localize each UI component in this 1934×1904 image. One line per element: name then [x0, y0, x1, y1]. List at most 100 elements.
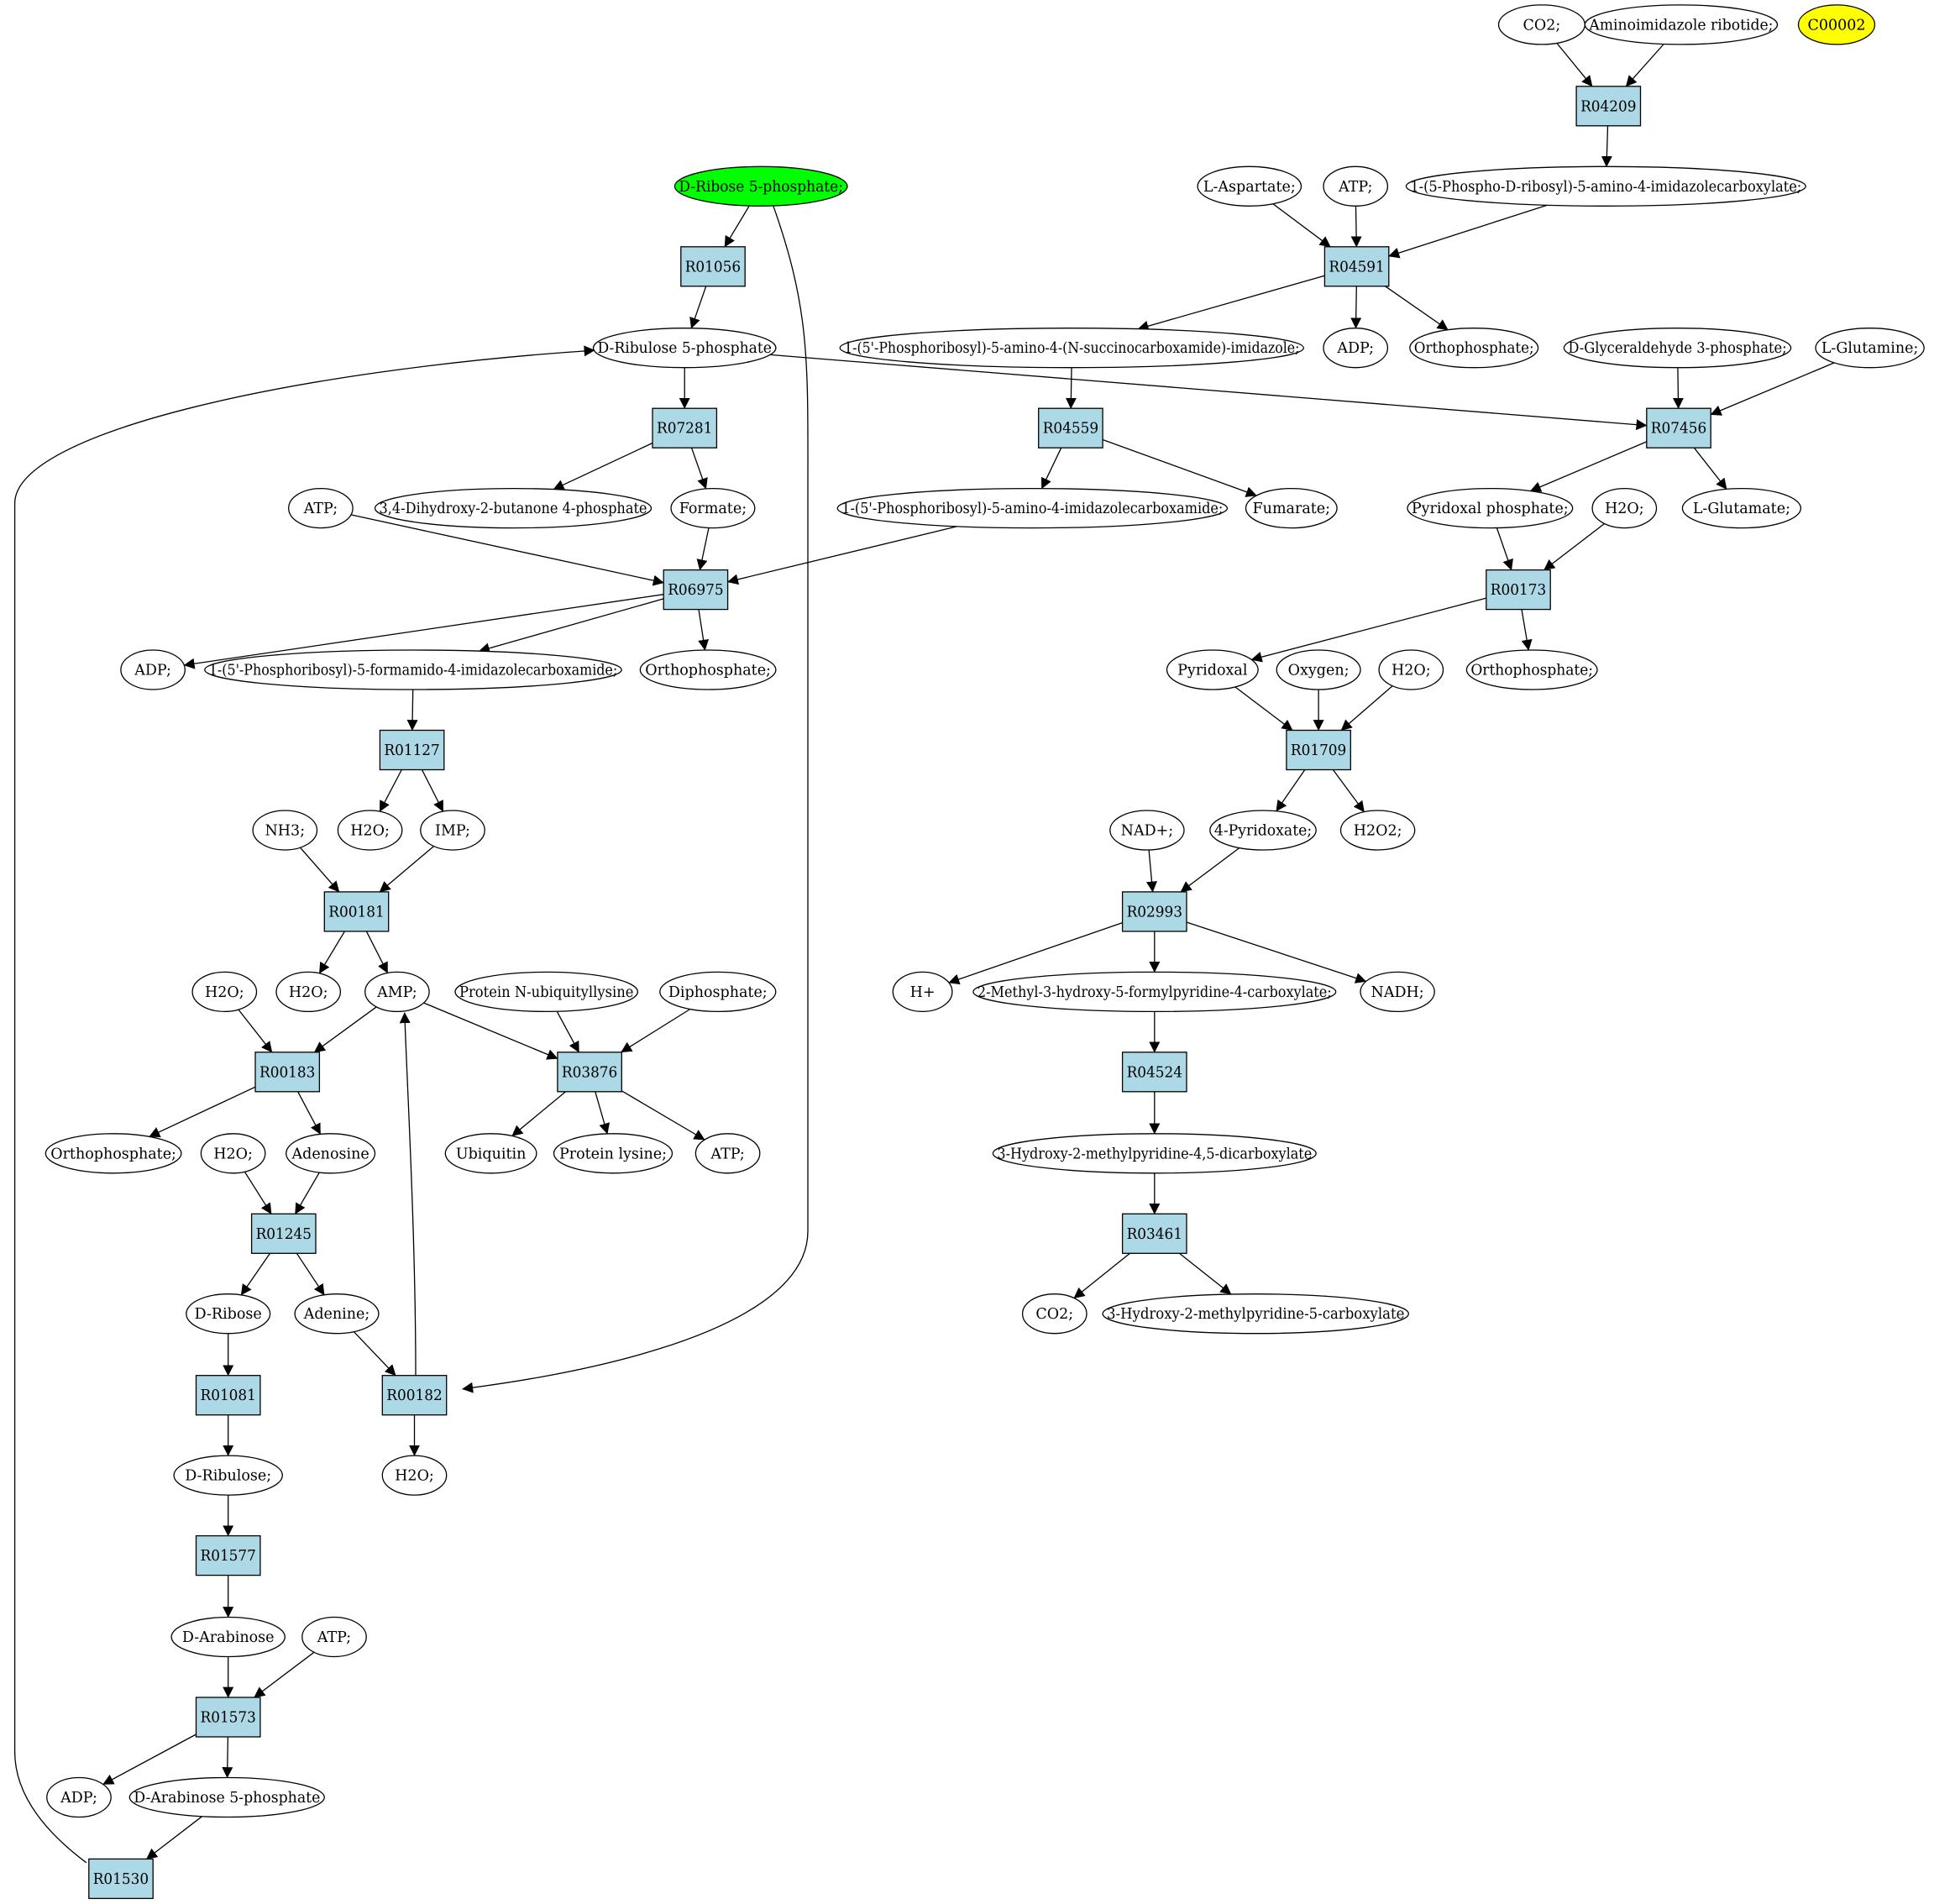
reaction-shape — [652, 407, 718, 448]
compound-node-orthophosphate[interactable]: Orthophosphate; — [1465, 649, 1598, 690]
compound-shape — [170, 1616, 286, 1658]
compound-node-d-ribulose-5-phosphate[interactable]: D-Ribulose 5-phosphate — [592, 328, 777, 369]
compound-node-protein-lysine[interactable]: Protein lysine; — [553, 1133, 673, 1174]
compound-node-atp[interactable]: ATP; — [288, 487, 354, 529]
compound-node-ubiquitin[interactable]: Ubiquitin — [444, 1133, 537, 1174]
compound-node-1-5-phosphoribosyl-5-amino-4-n-succinocarboxamide-imidazole[interactable]: 1-(5'-Phosphoribosyl)-5-amino-4-(N-succi… — [839, 328, 1305, 369]
compound-node-nad[interactable]: NAD+; — [1109, 810, 1185, 851]
compound-shape — [45, 1133, 182, 1174]
compound-node-2-methyl-3-hydroxy-5-formylpyridine-4-carboxylate[interactable]: 2-Methyl-3-hydroxy-5-formylpyridine-4-ca… — [972, 971, 1337, 1013]
compound-node-adp[interactable]: ADP; — [120, 649, 186, 690]
compound-node-1-5-phosphoribosyl-5-formamido-4-imidazolecarboxamide[interactable]: 1-(5'-Phosphoribosyl)-5-formamido-4-imid… — [204, 649, 622, 690]
compound-node-l-glutamine[interactable]: L-Glutamine; — [1815, 328, 1925, 369]
compound-node-h2o[interactable]: H2O; — [191, 971, 258, 1013]
compound-node-1-5-phosphoribosyl-5-amino-4-imidazolecarboxamide[interactable]: 1-(5'-Phosphoribosyl)-5-amino-4-imidazol… — [836, 487, 1229, 529]
reaction-node-r00173[interactable]: R00173 — [1486, 569, 1551, 611]
compound-node-aminoimidazole-ribotide[interactable]: Aminoimidazole ribotide; — [1584, 4, 1779, 45]
edge-c_aicar-to-r_R06975 — [726, 526, 957, 585]
compound-node-d-arabinose[interactable]: D-Arabinose — [170, 1616, 286, 1658]
compound-label: Orthophosphate; — [1470, 663, 1593, 679]
reaction-node-r01127[interactable]: R01127 — [379, 729, 445, 771]
compound-node-h2o[interactable]: H2O; — [200, 1133, 266, 1174]
compound-node-formate[interactable]: Formate; — [670, 487, 756, 529]
reaction-node-r01245[interactable]: R01245 — [250, 1213, 317, 1254]
reaction-node-r00182[interactable]: R00182 — [381, 1375, 448, 1416]
reaction-node-r01081[interactable]: R01081 — [195, 1375, 261, 1416]
reaction-label: R01577 — [201, 1548, 256, 1565]
reaction-node-r01530[interactable]: R01530 — [88, 1858, 154, 1900]
compound-node-nh3[interactable]: NH3; — [252, 810, 318, 851]
reaction-shape — [195, 1697, 261, 1738]
compound-node-amp[interactable]: AMP; — [364, 971, 430, 1013]
compound-shape — [120, 649, 186, 690]
compound-node-4-pyridoxate[interactable]: 4-Pyridoxate; — [1209, 810, 1317, 851]
edge-c_adenosine-to-r_R01245 — [295, 1172, 320, 1214]
compound-label: 3-Hydroxy-2-methylpyridine-4,5-dicarboxy… — [997, 1146, 1312, 1162]
reaction-node-r04209[interactable]: R04209 — [1575, 86, 1642, 127]
compound-node-adp[interactable]: ADP; — [46, 1776, 112, 1818]
reaction-node-r02993[interactable]: R02993 — [1121, 891, 1187, 932]
reaction-shape — [1038, 407, 1103, 448]
edge-c_ru5p-to-r_R07456 — [769, 354, 1648, 431]
compound-node-co2[interactable]: CO2; — [1497, 4, 1585, 45]
reaction-node-r00181[interactable]: R00181 — [323, 891, 390, 932]
compound-node-imp[interactable]: IMP; — [420, 810, 485, 851]
compound-node-adp[interactable]: ADP; — [1323, 328, 1389, 369]
reaction-node-r01056[interactable]: R01056 — [680, 246, 746, 287]
reaction-node-r01709[interactable]: R01709 — [1286, 729, 1351, 771]
compound-node-d-arabinose-5-phosphate[interactable]: D-Arabinose 5-phosphate — [128, 1776, 325, 1818]
compound-node-atp[interactable]: ATP; — [301, 1616, 367, 1658]
reaction-node-r04591[interactable]: R04591 — [1323, 246, 1390, 287]
compound-node-pyridoxal-phosphate[interactable]: Pyridoxal phosphate; — [1407, 487, 1574, 529]
edge-c_pyridoxal-to-r_R01709 — [1234, 686, 1293, 732]
compound-node-l-glutamate[interactable]: L-Glutamate; — [1681, 487, 1802, 529]
compound-node-pyridoxal[interactable]: Pyridoxal — [1166, 649, 1259, 690]
reaction-node-r04559[interactable]: R04559 — [1038, 407, 1103, 448]
reaction-node-r07456[interactable]: R07456 — [1646, 407, 1711, 448]
compound-node-orthophosphate[interactable]: Orthophosphate; — [639, 649, 777, 690]
reaction-node-r00183[interactable]: R00183 — [254, 1052, 321, 1093]
reaction-node-r03876[interactable]: R03876 — [557, 1052, 622, 1093]
reaction-node-r06975[interactable]: R06975 — [663, 569, 729, 611]
compound-node-3-hydroxy-2-methylpyridine-5-carboxylate[interactable]: 3-Hydroxy-2-methylpyridine-5-carboxylate — [1102, 1293, 1409, 1335]
edge-r_R07281-to-c_dhbp — [553, 442, 653, 490]
reaction-node-r01573[interactable]: R01573 — [195, 1697, 261, 1738]
compound-node-adenosine[interactable]: Adenosine — [286, 1133, 376, 1174]
compound-node-oxygen[interactable]: Oxygen; — [1276, 649, 1361, 690]
edge-r_R07281-to-c_formate — [690, 447, 708, 490]
reaction-node-r07281[interactable]: R07281 — [652, 407, 718, 448]
compound-node-1-5-phospho-d-ribosyl-5-amino-4-imidazolecarboxylate[interactable]: 1-(5-Phospho-D-ribosyl)-5-amino-4-imidaz… — [1405, 165, 1806, 207]
compound-node-3-hydroxy-2-methylpyridine-4-5-dicarboxylate[interactable]: 3-Hydroxy-2-methylpyridine-4,5-dicarboxy… — [992, 1133, 1317, 1174]
compound-node-h2o[interactable]: H2O; — [381, 1455, 448, 1496]
compound-node-l-aspartate[interactable]: L-Aspartate; — [1197, 165, 1302, 207]
compound-node-h2o2[interactable]: H2O2; — [1339, 810, 1416, 851]
compound-node-d-ribose[interactable]: D-Ribose — [186, 1293, 271, 1335]
compound-node-h2o[interactable]: H2O; — [337, 810, 403, 851]
compound-node-h2o[interactable]: H2O; — [1378, 649, 1444, 690]
compound-node-diphosphate[interactable]: Diphosphate; — [659, 971, 777, 1013]
compound-node-d-ribose-5-phosphate[interactable]: D-Ribose 5-phosphate; — [673, 165, 848, 207]
compound-node-co2[interactable]: CO2; — [1021, 1293, 1088, 1335]
compound-node-atp[interactable]: ATP; — [1323, 165, 1389, 207]
compound-node-adenine[interactable]: Adenine; — [294, 1293, 380, 1335]
compound-shape — [1323, 165, 1389, 207]
compound-node-orthophosphate[interactable]: Orthophosphate; — [45, 1133, 182, 1174]
compound-shape — [694, 1133, 761, 1174]
compound-node-orthophosphate[interactable]: Orthophosphate; — [1409, 328, 1539, 369]
compound-node-d-glyceraldehyde-3-phosphate[interactable]: D-Glyceraldehyde 3-phosphate; — [1563, 328, 1792, 369]
compound-node-3-4-dihydroxy-2-butanone-4-phosphate[interactable]: 3,4-Dihydroxy-2-butanone 4-phosphate — [374, 487, 653, 529]
reaction-node-r04524[interactable]: R04524 — [1121, 1052, 1187, 1093]
reaction-node-r01577[interactable]: R01577 — [195, 1534, 261, 1576]
compound-node-fumarate[interactable]: Fumarate; — [1245, 487, 1338, 529]
compound-node-h2o[interactable]: H2O; — [275, 971, 342, 1013]
reaction-node-r03461[interactable]: R03461 — [1121, 1213, 1187, 1254]
edge-r_R01245-to-c_dribose — [240, 1252, 271, 1296]
compound-node-h2o[interactable]: H2O; — [1591, 487, 1658, 529]
compound-node-d-ribulose[interactable]: D-Ribulose; — [173, 1455, 283, 1496]
compound-node-nadh[interactable]: NADH; — [1360, 971, 1435, 1013]
compound-node-atp[interactable]: ATP; — [694, 1133, 761, 1174]
compound-node-h[interactable]: H+ — [892, 971, 953, 1013]
compound-node-c00002[interactable]: C00002 — [1797, 4, 1876, 45]
compound-node-protein-n-ubiquityllysine[interactable]: Protein N-ubiquityllysine — [454, 971, 639, 1013]
compound-shape — [1209, 810, 1317, 851]
